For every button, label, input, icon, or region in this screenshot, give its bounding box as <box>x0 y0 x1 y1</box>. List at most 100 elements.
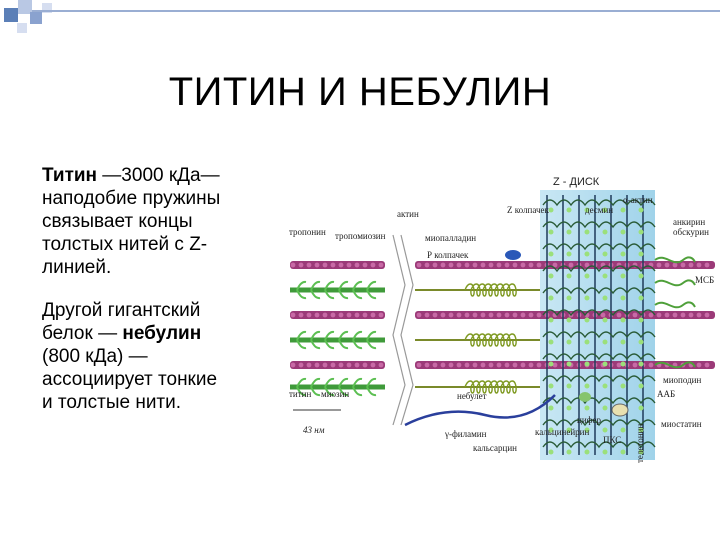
myosin-head <box>324 289 335 300</box>
text-line: связывает концы <box>42 211 193 232</box>
actin-bead <box>496 362 502 368</box>
label-myopodin: миоподин <box>663 375 701 385</box>
actin-bead <box>448 262 454 268</box>
myosin-head <box>338 280 349 291</box>
actin-bead <box>338 262 344 268</box>
actin-bead <box>672 312 678 318</box>
z-disk-node <box>548 383 554 389</box>
label-z-disk: Z - ДИСК <box>553 176 600 188</box>
z-disk-node <box>638 383 644 389</box>
actin-bead <box>370 362 376 368</box>
actin-bead <box>432 312 438 318</box>
actin-bead <box>456 362 462 368</box>
decorative-header <box>0 0 720 40</box>
myosin-head <box>352 386 363 397</box>
actin-bead <box>520 362 526 368</box>
label-nebulet: небулет <box>457 391 487 401</box>
actin-bead <box>568 262 574 268</box>
actin-bead <box>290 262 296 268</box>
z-disk-node <box>638 405 644 411</box>
z-disk-coil <box>542 353 656 361</box>
actin-bead <box>512 312 518 318</box>
thin-filament <box>290 261 385 269</box>
actin-bead <box>648 362 654 368</box>
label-titin: титин <box>289 389 311 399</box>
actin-bead <box>432 262 438 268</box>
actin-bead <box>298 312 304 318</box>
side-protein <box>654 279 696 287</box>
actin-bead <box>496 312 502 318</box>
titin-mass: —3000 кДа— <box>97 165 220 186</box>
titin-coil <box>464 333 517 347</box>
actin-bead <box>632 362 638 368</box>
actin-bead <box>378 312 384 318</box>
z-disk-node <box>602 405 608 411</box>
deco-square <box>17 23 27 33</box>
myosin-head <box>338 377 349 388</box>
myosin-head <box>324 339 335 350</box>
actin-bead <box>688 262 694 268</box>
actin-bead <box>696 362 702 368</box>
myosin-head <box>310 386 321 397</box>
label-myopalladin: миопалладин <box>425 233 476 243</box>
z-disk-node <box>620 273 626 279</box>
paragraph-titin: Титин —3000 кДа— наподобие пружины связы… <box>42 164 277 279</box>
sarcomere-diagram: Z - ДИСК α-актин актин Z колпачек десмин… <box>285 165 720 485</box>
actin-bead <box>488 262 494 268</box>
r-cap-marker <box>505 250 521 260</box>
term-titin: Титин <box>42 165 98 186</box>
actin-bead <box>416 362 422 368</box>
label-scale: 43 нм <box>303 425 325 435</box>
text-line: линией. <box>42 257 112 278</box>
actin-bead <box>488 362 494 368</box>
actin-bead <box>632 312 638 318</box>
actin-bead <box>656 312 662 318</box>
actin-bead <box>472 262 478 268</box>
actin-bead <box>520 262 526 268</box>
z-disk-node <box>620 427 626 433</box>
actin-bead <box>656 262 662 268</box>
z-disk-node <box>584 207 590 213</box>
label-calsequestrin: кальцинейрин <box>535 427 589 437</box>
z-disk-node <box>548 273 554 279</box>
body-text: Титин —3000 кДа— наподобие пружины связы… <box>42 164 277 434</box>
actin-bead <box>552 362 558 368</box>
z-disk-node <box>566 427 572 433</box>
actin-bead <box>424 262 430 268</box>
z-disk-node <box>638 207 644 213</box>
myosin-head <box>296 377 307 388</box>
actin-bead <box>704 312 710 318</box>
z-disk-node <box>638 427 644 433</box>
actin-bead <box>346 362 352 368</box>
actin-bead <box>432 362 438 368</box>
label-obscurin: обскурин <box>673 227 709 237</box>
myosin-head <box>352 339 363 350</box>
myosin-head <box>366 289 377 300</box>
z-disk-node <box>584 383 590 389</box>
deco-square <box>18 0 32 14</box>
actin-bead <box>322 262 328 268</box>
actin-bead <box>616 312 622 318</box>
label-z-cap: Z колпачек <box>507 205 550 215</box>
z-disk-coil <box>542 221 656 229</box>
z-disk-node <box>602 361 608 367</box>
actin-bead <box>416 262 422 268</box>
z-disk-node <box>602 229 608 235</box>
z-disk-node <box>584 317 590 323</box>
actin-bead <box>456 312 462 318</box>
actin-bead <box>704 262 710 268</box>
myosin-head <box>366 386 377 397</box>
z-disk-coil <box>542 199 656 207</box>
z-disk-coil <box>542 441 656 449</box>
myosin-head <box>310 330 321 341</box>
actin-bead <box>680 312 686 318</box>
paragraph-nebulin: Другой гигантский белок — небулин (800 к… <box>42 299 277 414</box>
myosin-head <box>296 289 307 300</box>
z-disk-node <box>602 251 608 257</box>
actin-bead <box>370 262 376 268</box>
deco-square <box>4 8 18 22</box>
z-disk-node <box>566 273 572 279</box>
z-disk-node <box>602 383 608 389</box>
actin-bead <box>416 312 422 318</box>
myosin-head <box>324 377 335 388</box>
